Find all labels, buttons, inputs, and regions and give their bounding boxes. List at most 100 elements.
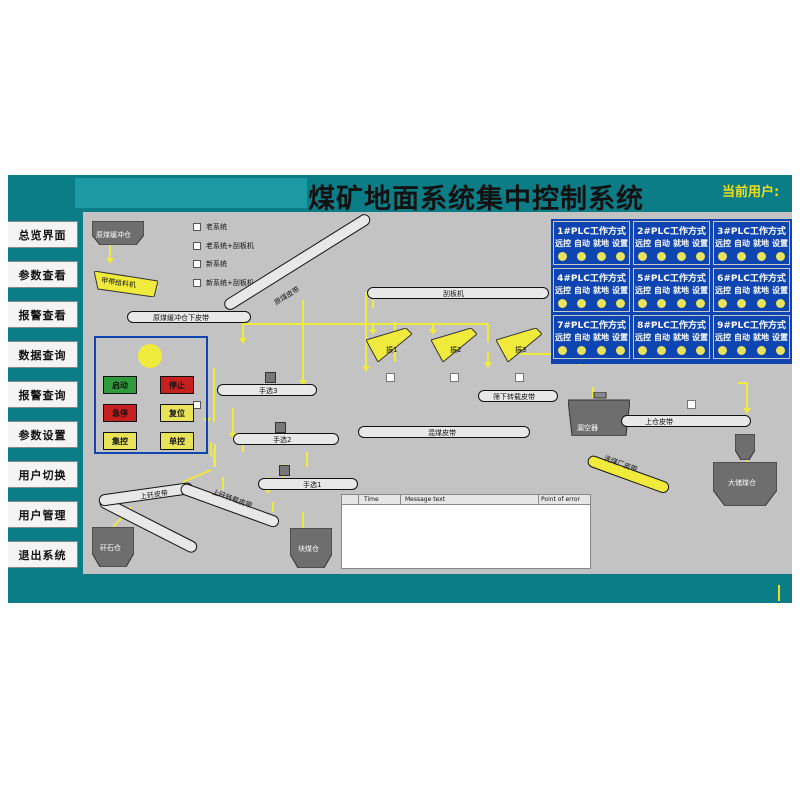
plc-panel-grid: 1#PLC工作方式 远控自动就地设置 2#PLC工作方式 远控自动就地设置 3#… [551,219,792,364]
log-col-error-point[interactable]: Point of error [541,496,581,503]
scraper-belt[interactable] [367,287,549,299]
plc-5-mode-remote: 远控 [635,286,651,295]
nav-user-switch-button[interactable]: 用户切换 [8,461,78,488]
plc-6-title: 6#PLC工作方式 [717,274,786,284]
plc-7-mode-setup: 设置 [612,333,628,342]
manual-sort-2-belt[interactable] [233,433,339,445]
plc-7-mode-auto: 自动 [574,333,590,342]
nav-alarm-query-button[interactable]: 报警查询 [8,381,78,408]
nav-overview-button[interactable]: 总览界面 [8,221,78,248]
screen-1-indicator [386,373,395,382]
plc-1-lamp-auto [577,252,587,261]
plc-6-mode-setup: 设置 [772,286,788,295]
option-new-system-label: 新系统 [206,260,227,268]
plc-1-lamp-setup [615,252,625,261]
plc-4-mode-local: 就地 [593,286,609,295]
option-new-system-checkbox[interactable] [193,260,201,268]
plc-2-lamp-local [676,252,686,261]
manual-3-feeder [265,372,276,383]
plc-1-mode-auto: 自动 [574,239,590,248]
plc-2-lamp-remote [638,252,647,261]
plc-9-lamp-remote [718,346,727,355]
sieve-transfer-belt-label: 筛下转载皮带 [493,393,535,401]
plc-9-mode-local: 就地 [753,333,769,342]
screen-2[interactable] [431,328,477,362]
reset-button[interactable]: 复位 [160,404,194,422]
manual-sort-3-belt[interactable] [217,384,317,396]
plc-6-lamp-remote [718,299,727,308]
nav-data-query-button[interactable]: 数据查询 [8,341,78,368]
status-bar [8,574,792,603]
plc-9-mode-setup: 设置 [772,333,788,342]
raw-bin-shape [92,221,144,245]
mixed-coal-belt-label: 混煤皮带 [428,429,456,437]
plc-9-lamp-auto [737,346,747,355]
plc-1-mode-remote: 远控 [555,239,571,248]
plc-9-mode-auto: 自动 [734,333,750,342]
plc-9-lamp-setup [775,346,785,355]
plc-7-title: 7#PLC工作方式 [557,321,626,331]
nav-exit-button[interactable]: 退出系统 [8,541,78,568]
plc-8-lamp-remote [638,346,647,355]
screen-1[interactable] [366,328,412,362]
plc-3-mode-remote: 远控 [715,239,731,248]
plc-8-mode-setup: 设置 [692,333,708,342]
option-old-system-checkbox[interactable] [193,223,201,231]
plc-4-lamp-local [596,299,606,308]
plc-2-panel: 2#PLC工作方式 远控自动就地设置 [633,221,710,265]
interlock-button[interactable]: 集控 [103,432,137,450]
plc-7-mode-remote: 远控 [555,333,571,342]
message-log[interactable]: Time Message text Point of error [341,494,591,569]
plc-5-lamp-auto [657,299,667,308]
log-col-time[interactable]: Time [364,496,379,503]
nav-param-settings-button[interactable]: 参数设置 [8,421,78,448]
gangue-bin-shape [92,527,134,567]
upper-bin-indicator [687,400,696,409]
storage-bin-shape [713,462,777,506]
plc-8-lamp-setup [695,346,705,355]
nav-user-manage-button[interactable]: 用户管理 [8,501,78,528]
emergency-stop-button[interactable]: 急停 [103,404,137,422]
plc-3-title: 3#PLC工作方式 [717,227,786,237]
leak-bin-shape [568,392,630,436]
plc-9-panel: 9#PLC工作方式 远控自动就地设置 [713,315,790,359]
log-col-message[interactable]: Message text [405,496,446,503]
plc-3-lamp-remote [718,252,727,261]
plc-4-title: 4#PLC工作方式 [557,274,626,284]
plc-5-title: 5#PLC工作方式 [637,274,706,284]
option-new-scraper-checkbox[interactable] [193,279,201,287]
upper-bin-belt[interactable] [621,415,751,427]
start-button[interactable]: 启动 [103,376,137,394]
plc-9-mode-remote: 远控 [715,333,731,342]
option-old-scraper-checkbox[interactable] [193,242,201,250]
plc-4-lamp-setup [615,299,625,308]
feeder-shape[interactable] [94,271,158,297]
plc-5-mode-auto: 自动 [654,286,670,295]
single-control-button[interactable]: 单控 [160,432,194,450]
stop-button[interactable]: 停止 [160,376,194,394]
screen-1-label: 振1 [386,346,398,354]
plc-5-mode-setup: 设置 [692,286,708,295]
nav-alarm-view-button[interactable]: 报警查看 [8,301,78,328]
sieve-transfer-belt[interactable] [478,390,558,402]
screen-3[interactable] [496,328,542,362]
hmi-window: 煤矿地面系统集中控制系统 当前用户: 总览界面 参数查看 报警查看 数据查询 报… [8,175,792,603]
plc-7-lamp-local [596,346,606,355]
plc-8-mode-local: 就地 [673,333,689,342]
manual-sort-3-label: 手选3 [259,387,278,395]
process-canvas: 老系统 老系统+刮板机 新系统 新系统+刮板机 原煤缓冲仓 甲带给料机 原煤缓冲… [83,211,792,574]
plc-4-mode-remote: 远控 [555,286,571,295]
control-panel: 启动 停止 急停 复位 集控 单控 [94,336,208,454]
screen-2-label: 振2 [450,346,462,354]
mixed-coal-belt[interactable] [358,426,530,438]
belt-under-bin[interactable] [127,311,251,323]
plc-4-panel: 4#PLC工作方式 远控自动就地设置 [553,268,630,312]
manual-2-feeder [275,422,286,433]
block-bin-label: 块煤仓 [298,545,319,553]
message-log-header [342,495,590,505]
screen-2-indicator [450,373,459,382]
manual-sort-1-belt[interactable] [258,478,358,490]
gangue-bin-label: 矸石仓 [100,544,121,552]
nav-params-view-button[interactable]: 参数查看 [8,261,78,288]
plc-4-lamp-remote [558,299,567,308]
